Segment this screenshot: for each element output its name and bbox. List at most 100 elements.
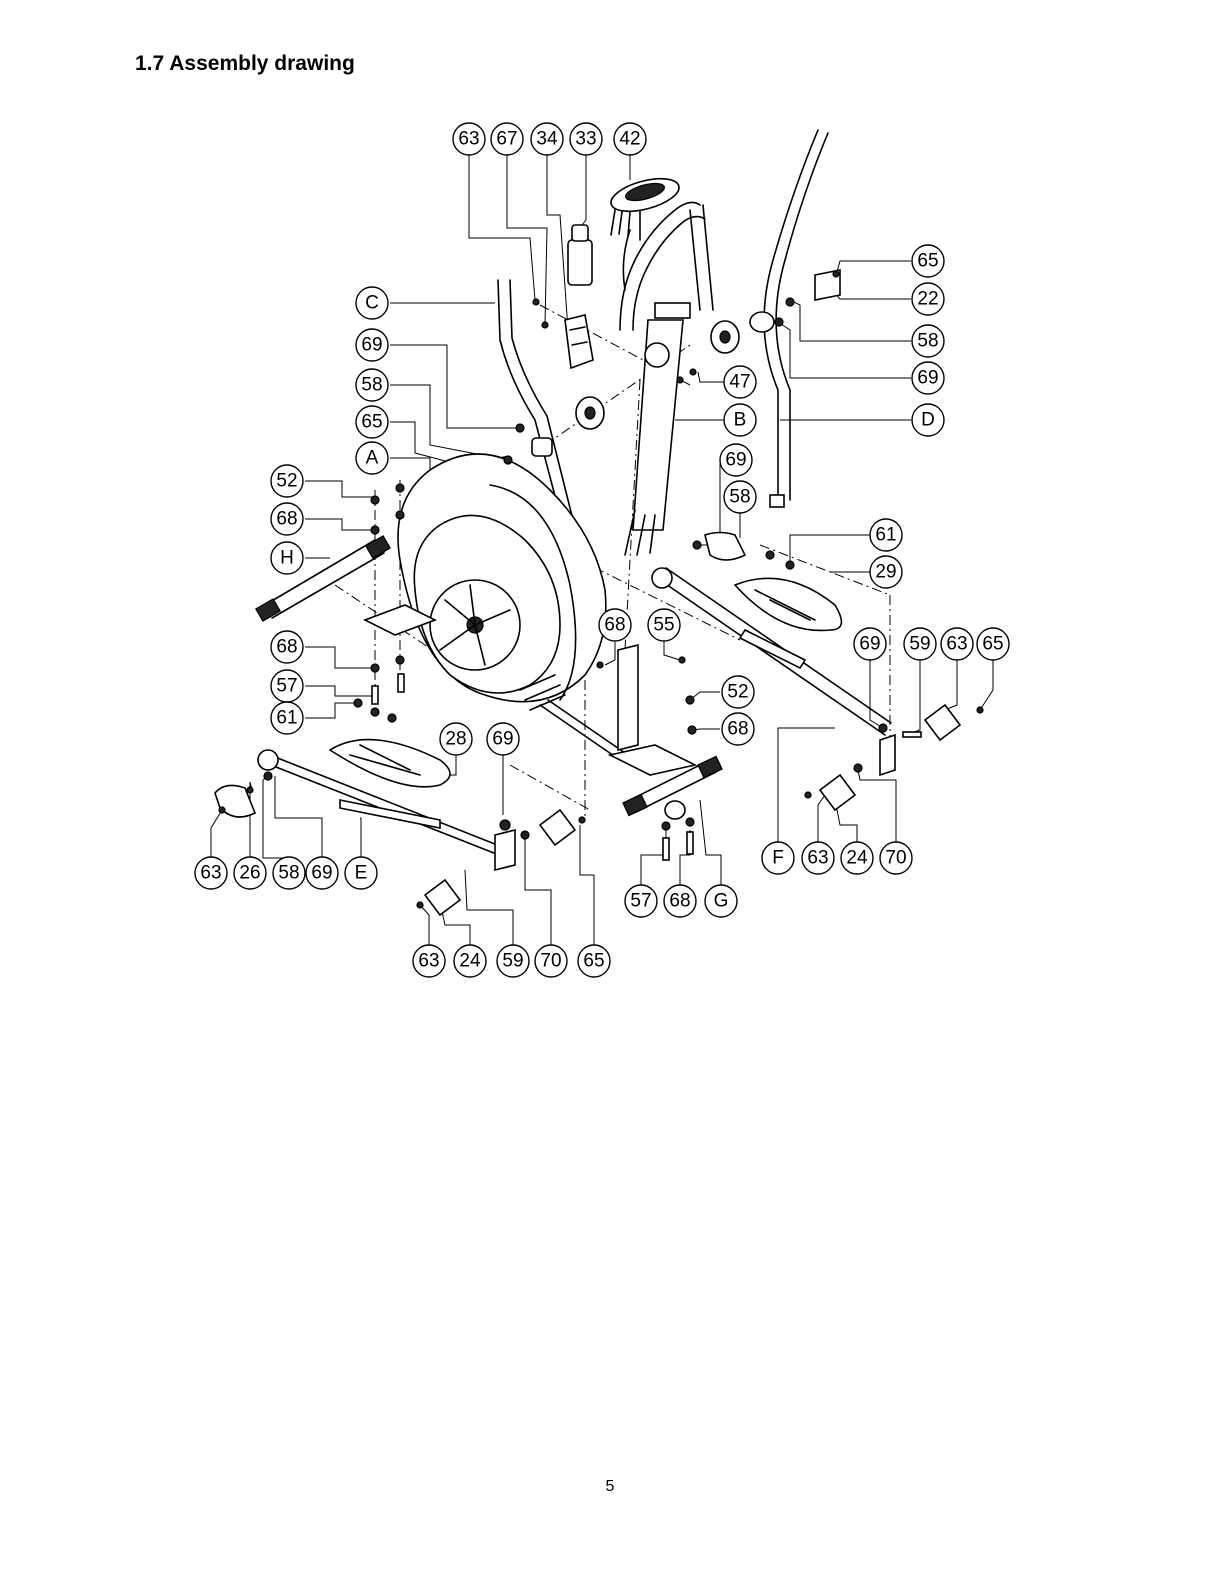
svg-text:26: 26 xyxy=(239,863,260,884)
callout-57: 57 xyxy=(271,670,303,702)
svg-text:42: 42 xyxy=(619,129,640,150)
callout-F: F xyxy=(762,842,794,874)
svg-text:29: 29 xyxy=(875,562,896,583)
callout-28: 28 xyxy=(440,723,472,755)
callout-69: 69 xyxy=(912,362,944,394)
svg-text:68: 68 xyxy=(727,719,748,740)
callout-C: C xyxy=(356,287,388,319)
svg-text:69: 69 xyxy=(859,634,880,655)
svg-text:F: F xyxy=(772,848,784,869)
callout-55: 55 xyxy=(648,609,680,641)
callout-63: 63 xyxy=(941,628,973,660)
svg-text:61: 61 xyxy=(875,525,896,546)
svg-text:47: 47 xyxy=(729,372,750,393)
callout-26: 26 xyxy=(234,857,266,889)
callout-57: 57 xyxy=(625,885,657,917)
callout-33: 33 xyxy=(570,123,602,155)
callout-58: 58 xyxy=(912,325,944,357)
svg-text:63: 63 xyxy=(418,951,439,972)
svg-text:59: 59 xyxy=(909,634,930,655)
callout-29: 29 xyxy=(870,556,902,588)
callout-68: 68 xyxy=(664,885,696,917)
callout-47: 47 xyxy=(724,366,756,398)
svg-text:B: B xyxy=(734,410,747,431)
callout-65: 65 xyxy=(977,628,1009,660)
svg-text:63: 63 xyxy=(946,634,967,655)
callout-69: 69 xyxy=(306,857,338,889)
callout-59: 59 xyxy=(497,945,529,977)
callout-61: 61 xyxy=(271,702,303,734)
callout-68: 68 xyxy=(599,609,631,641)
svg-text:58: 58 xyxy=(917,331,938,352)
svg-text:G: G xyxy=(714,891,729,912)
callout-34: 34 xyxy=(531,123,563,155)
flywheel-housing xyxy=(398,454,606,710)
callout-63: 63 xyxy=(413,945,445,977)
callout-68: 68 xyxy=(722,713,754,745)
svg-text:68: 68 xyxy=(276,637,297,658)
svg-text:58: 58 xyxy=(361,375,382,396)
svg-text:24: 24 xyxy=(846,848,868,869)
callout-52: 52 xyxy=(271,465,303,497)
callout-70: 70 xyxy=(535,945,567,977)
callout-58: 58 xyxy=(724,481,756,513)
svg-text:61: 61 xyxy=(276,708,297,729)
svg-text:52: 52 xyxy=(727,682,748,703)
callout-65: 65 xyxy=(578,945,610,977)
callout-B: B xyxy=(724,404,756,436)
svg-text:70: 70 xyxy=(540,951,561,972)
svg-text:68: 68 xyxy=(276,509,297,530)
callout-E: E xyxy=(345,857,377,889)
svg-text:69: 69 xyxy=(917,368,938,389)
svg-text:52: 52 xyxy=(276,471,297,492)
left-pedal-arm xyxy=(215,740,515,870)
svg-text:58: 58 xyxy=(729,487,750,508)
svg-text:22: 22 xyxy=(917,289,938,310)
callout-G: G xyxy=(705,885,737,917)
water-bottle xyxy=(565,225,593,368)
callout-58: 58 xyxy=(356,369,388,401)
callout-67: 67 xyxy=(491,123,523,155)
callout-69: 69 xyxy=(487,723,519,755)
svg-text:69: 69 xyxy=(311,863,332,884)
svg-text:63: 63 xyxy=(200,863,221,884)
callout-D: D xyxy=(912,404,944,436)
right-handlebar xyxy=(750,130,828,507)
svg-text:H: H xyxy=(280,548,294,569)
callout-22: 22 xyxy=(912,283,944,315)
callout-61: 61 xyxy=(870,519,902,551)
svg-text:69: 69 xyxy=(725,450,746,471)
svg-text:55: 55 xyxy=(653,615,674,636)
svg-text:57: 57 xyxy=(276,676,297,697)
callout-70: 70 xyxy=(880,842,912,874)
svg-text:69: 69 xyxy=(492,729,513,750)
svg-text:63: 63 xyxy=(458,129,479,150)
svg-text:68: 68 xyxy=(604,615,625,636)
svg-text:E: E xyxy=(355,863,368,884)
callout-H: H xyxy=(271,542,303,574)
callout-65: 65 xyxy=(356,406,388,438)
svg-text:70: 70 xyxy=(885,848,906,869)
callout-52: 52 xyxy=(722,676,754,708)
svg-text:28: 28 xyxy=(445,729,466,750)
callout-69: 69 xyxy=(356,329,388,361)
callout-balloons: 63 67 34 33 42 C 69 58 65 A 52 68 H 68 5… xyxy=(195,123,1009,977)
svg-text:A: A xyxy=(366,448,379,469)
callout-69: 69 xyxy=(854,628,886,660)
callout-24: 24 xyxy=(454,945,486,977)
handlebar xyxy=(620,202,713,330)
svg-text:59: 59 xyxy=(502,951,523,972)
svg-text:63: 63 xyxy=(807,848,828,869)
svg-text:69: 69 xyxy=(361,335,382,356)
callout-63: 63 xyxy=(195,857,227,889)
callout-68: 68 xyxy=(271,631,303,663)
svg-text:C: C xyxy=(365,293,379,314)
callout-59: 59 xyxy=(904,628,936,660)
callout-63: 63 xyxy=(802,842,834,874)
callout-A: A xyxy=(356,442,388,474)
svg-text:65: 65 xyxy=(361,412,382,433)
svg-text:58: 58 xyxy=(278,863,299,884)
svg-text:34: 34 xyxy=(536,129,558,150)
page-number: 5 xyxy=(0,1478,1220,1496)
